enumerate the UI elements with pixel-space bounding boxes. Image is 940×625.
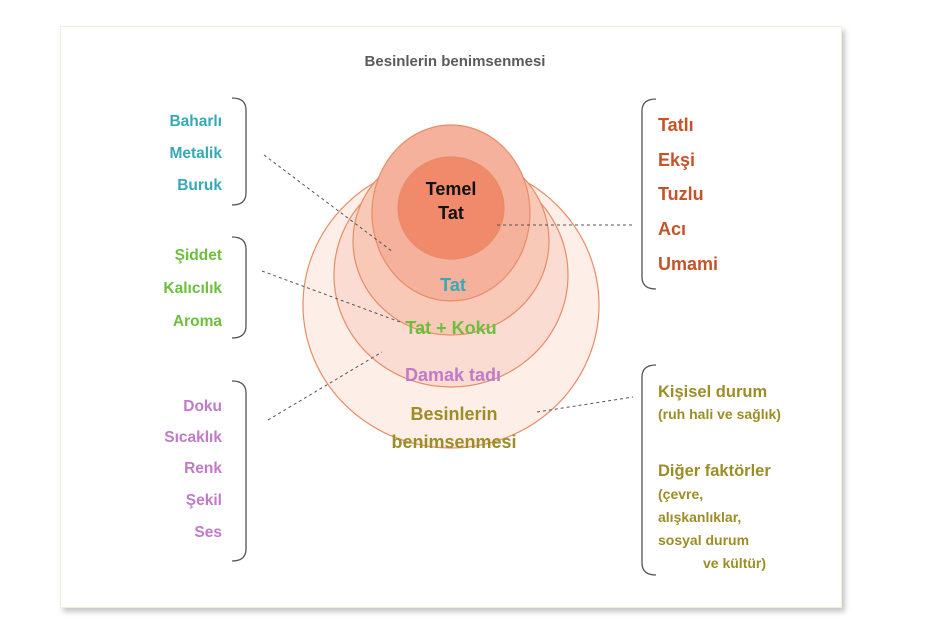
item-tuzlu: Tuzlu xyxy=(658,184,704,204)
group-left-mid: Şiddet Kalıcılık Aroma xyxy=(163,247,222,330)
item-ses: Ses xyxy=(194,524,222,541)
tat-koku-label: Tat + Koku xyxy=(405,318,496,338)
diagram-title: Besinlerin benimsenmesi xyxy=(365,53,546,70)
benimsenme-label-line2: benimsenmesi xyxy=(391,432,516,452)
item-sekil: Şekil xyxy=(186,492,222,509)
kisisel-durum-heading: Kişisel durum xyxy=(658,383,767,401)
item-eksi: Ekşi xyxy=(658,150,695,170)
connector-left-bottom xyxy=(267,351,383,421)
diger-faktorler-line4: ve kültür) xyxy=(703,555,766,571)
connectors xyxy=(261,154,634,421)
connector-right-bottom xyxy=(536,396,634,413)
layer-temel-tat xyxy=(397,156,505,260)
group-left-bottom: Doku Sıcaklık Renk Şekil Ses xyxy=(164,398,222,541)
item-tatli: Tatlı xyxy=(658,115,694,135)
nested-layers xyxy=(302,124,600,449)
bracket-right-top xyxy=(641,98,657,290)
connector-left-top xyxy=(263,154,394,253)
item-doku: Doku xyxy=(183,398,222,415)
item-aroma: Aroma xyxy=(173,313,222,330)
item-aci: Acı xyxy=(658,219,686,239)
bracket-left-mid xyxy=(231,236,247,339)
connector-left-mid xyxy=(261,270,401,323)
item-siddet: Şiddet xyxy=(175,247,222,264)
bracket-left-bottom xyxy=(231,380,247,562)
bracket-left-top xyxy=(231,97,247,206)
item-umami: Umami xyxy=(658,254,718,274)
diger-faktorler-line3: sosyal durum xyxy=(658,532,749,548)
group-right-bottom: Kişisel durum (ruh hali ve sağlık) Diğer… xyxy=(658,383,781,571)
benimsenme-label-line1: Besinlerin xyxy=(410,404,497,424)
kisisel-durum-sub: (ruh hali ve sağlık) xyxy=(658,406,781,422)
group-right-top: Tatlı Ekşi Tuzlu Acı Umami xyxy=(658,115,718,274)
diger-faktorler-heading: Diğer faktörler xyxy=(658,462,771,480)
damak-tadi-label: Damak tadı xyxy=(405,365,501,385)
item-renk: Renk xyxy=(184,460,222,477)
bracket-right-bottom xyxy=(641,364,657,576)
core-label-line1: Temel xyxy=(426,179,477,199)
item-baharli: Baharlı xyxy=(169,113,222,130)
tat-label: Tat xyxy=(440,275,466,295)
group-left-top: Baharlı Metalik Buruk xyxy=(169,113,222,194)
core-label-line2: Tat xyxy=(438,203,464,223)
item-kalicilik: Kalıcılık xyxy=(163,280,222,297)
item-sicaklik: Sıcaklık xyxy=(164,429,222,446)
diger-faktorler-line1: (çevre, xyxy=(658,486,703,502)
brackets xyxy=(231,97,657,576)
item-metalik: Metalik xyxy=(169,145,222,162)
item-buruk: Buruk xyxy=(177,177,222,194)
diger-faktorler-line2: alışkanlıklar, xyxy=(658,509,741,525)
